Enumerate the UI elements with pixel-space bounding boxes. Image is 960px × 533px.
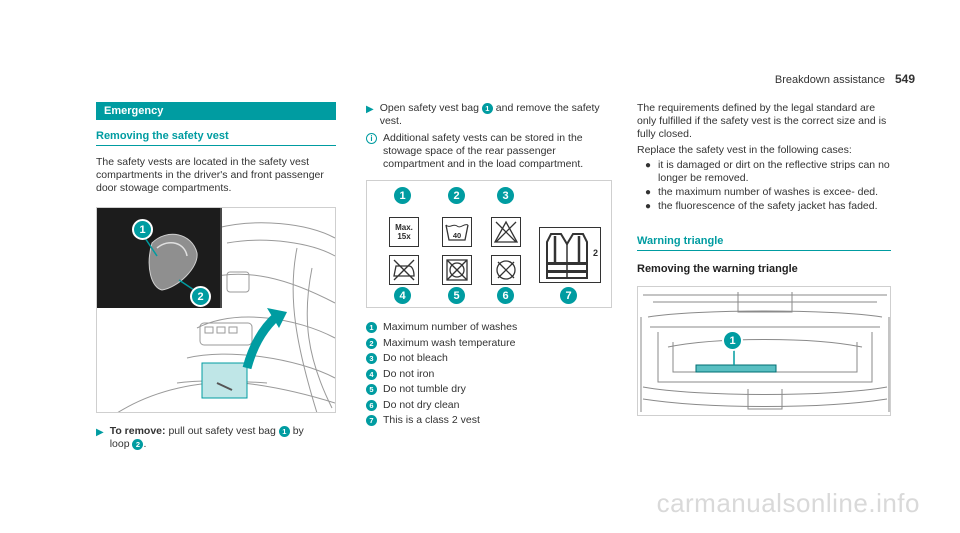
care-callout-7: 7 <box>558 285 579 306</box>
replace-cases-list: ●it is damaged or dirt on the reflective… <box>645 159 891 213</box>
heading-removing-safety-vest: Removing the safety vest <box>96 130 336 146</box>
inline-callout-1: 1 <box>481 102 493 114</box>
column-left: Emergency Removing the safety vest The s… <box>96 102 336 451</box>
step-to-remove: ▶ To remove: pull out safety vest bag 1 … <box>96 425 304 450</box>
page-number: 549 <box>894 72 915 86</box>
list-item: ●it is damaged or dirt on the reflective… <box>645 159 890 184</box>
figure-callout-2: 2 <box>190 286 211 307</box>
no-dry-clean-icon <box>491 255 521 285</box>
requirements-text: The requirements defined by the legal st… <box>637 102 887 140</box>
page-header: Breakdown assistance 549 <box>775 72 915 86</box>
care-callout-6: 6 <box>495 285 516 306</box>
door-compartment-illustration: 1 2 <box>96 207 336 413</box>
wash-temperature-icon: 40 <box>442 217 472 247</box>
care-callout-3: 3 <box>495 185 516 206</box>
step-arrow-icon: ▶ <box>366 104 374 115</box>
care-callout-4: 4 <box>392 285 413 306</box>
care-callout-2: 2 <box>446 185 467 206</box>
watermark: carmanualsonline.info <box>656 488 920 518</box>
info-icon: i <box>366 133 377 144</box>
header-section-title: Breakdown assistance <box>774 74 885 86</box>
care-callout-5: 5 <box>446 285 467 306</box>
trunk-illustration-svg <box>640 292 890 412</box>
subheading-removing-warning-triangle: Removing the warning triangle <box>637 263 798 275</box>
heading-warning-triangle: Warning triangle <box>637 235 891 251</box>
step-text: pull out safety vest bag <box>168 425 276 437</box>
inline-callout-2: 2 <box>132 438 144 450</box>
care-symbols-figure: 1 2 3 Max. 15x 40 <box>366 180 612 308</box>
door-illustration-svg <box>97 208 335 412</box>
column-right: The requirements defined by the legal st… <box>637 102 891 416</box>
step-arrow-icon: ▶ <box>96 427 104 438</box>
trunk-callout-1: 1 <box>722 330 743 351</box>
trunk-illustration: 1 <box>637 286 891 416</box>
list-item: ●the maximum number of washes is excee- … <box>645 186 879 198</box>
step-open-vest-bag: ▶ Open safety vest bag 1 and remove the … <box>366 102 600 127</box>
no-tumble-dry-icon <box>442 255 472 285</box>
intro-text: The safety vests are located in the safe… <box>96 156 324 194</box>
figure-callout-1: 1 <box>132 219 153 240</box>
info-note: i Additional safety vests can be stored … <box>366 132 612 171</box>
no-bleach-icon <box>491 217 521 247</box>
care-callout-1: 1 <box>392 185 413 206</box>
section-bar: Emergency <box>96 102 336 120</box>
step-bold-label: To remove: <box>109 425 166 437</box>
inline-callout-1: 1 <box>278 425 290 437</box>
replace-text: Replace the safety vest in the following… <box>637 144 852 156</box>
no-iron-icon <box>389 255 419 285</box>
column-middle: ▶ Open safety vest bag 1 and remove the … <box>366 102 612 429</box>
class-2-vest-icon: 2 <box>539 227 601 283</box>
list-item: ●the fluorescence of the safety jacket h… <box>645 200 878 212</box>
max-washes-icon: Max. 15x <box>389 217 419 247</box>
